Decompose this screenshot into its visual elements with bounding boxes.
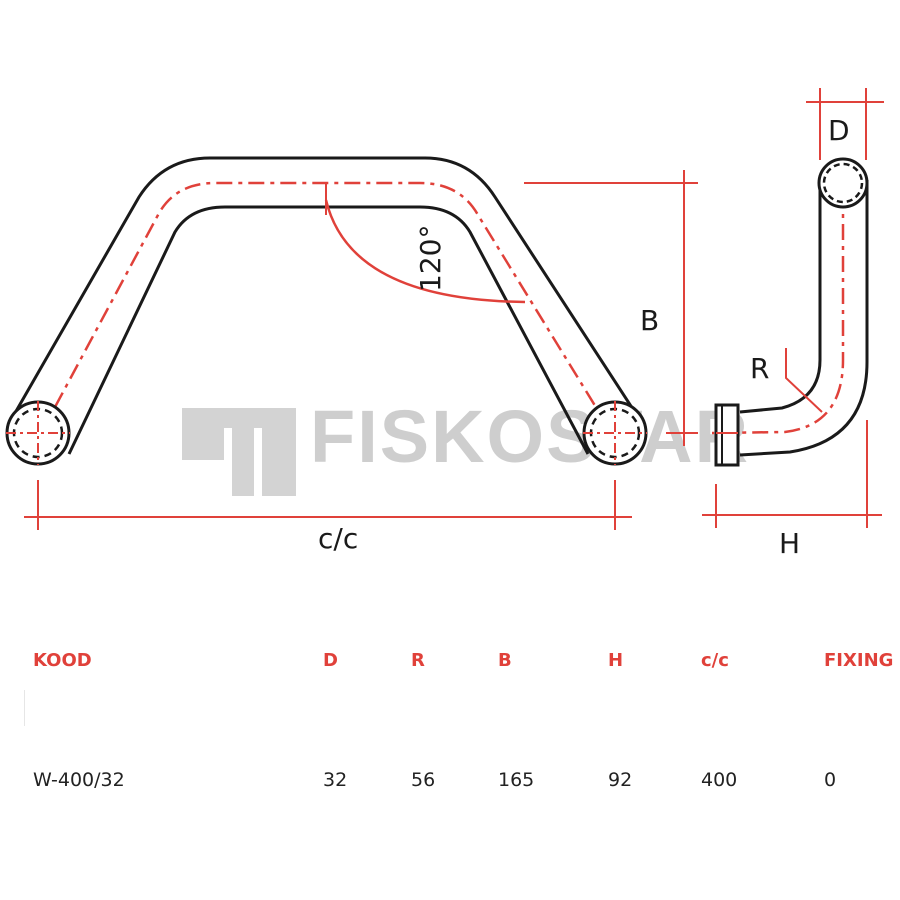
b-dimension xyxy=(524,170,698,446)
header-b: B xyxy=(498,649,512,671)
side-view xyxy=(711,157,869,467)
h-dimension xyxy=(702,420,882,528)
header-d: D xyxy=(323,649,338,671)
tube-centerline xyxy=(38,181,615,436)
cell-d: 32 xyxy=(323,769,348,791)
front-view xyxy=(5,156,648,466)
tube-outer-edge xyxy=(9,156,642,421)
side-top-cap xyxy=(817,157,869,209)
header-h: H xyxy=(608,649,624,671)
side-tube-inner xyxy=(739,180,869,457)
header-cc: c/c xyxy=(701,649,729,671)
header-r: R xyxy=(411,649,425,671)
table-separator xyxy=(24,690,25,726)
table-spacer-row xyxy=(0,690,900,750)
side-tube-centerline xyxy=(711,160,845,435)
watermark-text: FISKOSTAR xyxy=(310,395,750,478)
cc-dimension xyxy=(24,480,632,530)
technical-drawing: FISKOSTAR 120° B c/c xyxy=(5,88,884,560)
cell-fixing: 0 xyxy=(824,769,837,791)
side-tube-outer xyxy=(739,180,822,414)
tube-inner-edge xyxy=(67,205,590,455)
wall-flange xyxy=(714,403,740,467)
d-dimension xyxy=(806,88,884,160)
angle-label: 120° xyxy=(414,225,447,292)
cell-r: 56 xyxy=(411,769,436,791)
cc-label: c/c xyxy=(318,522,358,555)
spec-table: KOOD D R B H c/c FIXING W-400/32 32 56 1… xyxy=(0,630,900,810)
side-top-bore xyxy=(822,162,864,204)
b-label: B xyxy=(640,304,659,337)
radius-leader xyxy=(785,348,823,413)
cell-kood: W-400/32 xyxy=(33,769,125,791)
d-label: D xyxy=(828,114,850,147)
header-kood: KOOD xyxy=(33,649,92,671)
cell-cc: 400 xyxy=(701,769,738,791)
r-label: R xyxy=(750,352,769,385)
angle-arc xyxy=(324,199,526,304)
h-label: H xyxy=(779,527,800,560)
table-row: W-400/32 32 56 165 92 400 0 xyxy=(0,750,900,810)
watermark: FISKOSTAR xyxy=(182,395,750,496)
cell-h: 92 xyxy=(608,769,633,791)
header-fixing: FIXING xyxy=(824,649,894,671)
table-header-row: KOOD D R B H c/c FIXING xyxy=(0,630,900,690)
left-end-cap xyxy=(5,400,71,466)
cell-b: 165 xyxy=(498,769,535,791)
right-end-cap xyxy=(582,400,648,466)
